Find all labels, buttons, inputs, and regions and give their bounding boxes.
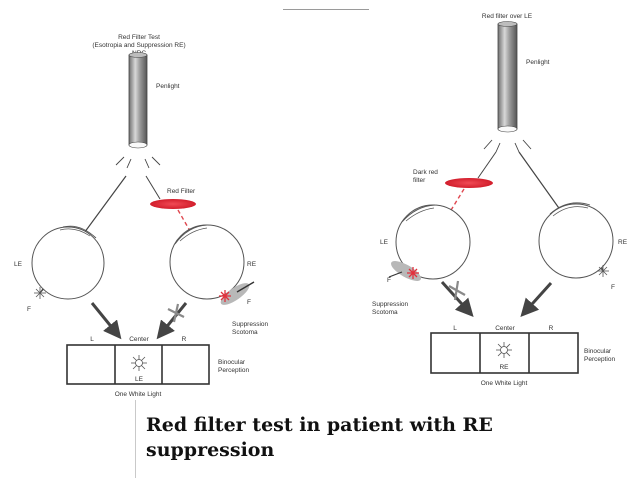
left-perception-label-1: Binocular: [218, 359, 246, 366]
right-scotoma-label-2: Scotoma: [372, 309, 398, 316]
top-rule: [283, 9, 369, 10]
left-penlight-label: Penlight: [156, 83, 180, 90]
right-box-l-label: L: [453, 325, 457, 332]
left-re-fixation-label: F: [247, 299, 251, 306]
left-box-center-label: Center: [129, 336, 149, 343]
right-penlight-icon: [497, 21, 518, 133]
slide-caption: Red filter test in patient with RE suppr…: [146, 414, 493, 461]
left-red-filter-icon: [150, 199, 196, 209]
right-red-filter-icon: [445, 178, 493, 188]
right-re-label: RE: [618, 239, 628, 246]
left-box-inner-label: LE: [135, 376, 144, 383]
left-scotoma-label-2: Scotoma: [232, 329, 258, 336]
right-le-label: LE: [380, 239, 389, 246]
left-penlight-icon: [128, 52, 148, 149]
right-ray-to-filter: [477, 151, 497, 179]
right-fovea-star-icon: [597, 265, 609, 277]
left-bottom-label: One White Light: [115, 391, 162, 398]
right-red-spot-icon: [407, 267, 419, 279]
left-perception-label-2: Perception: [218, 367, 249, 374]
right-scotoma-label-1: Suppression: [372, 301, 409, 308]
left-arrow-re: [156, 302, 188, 340]
left-red-filter-label: Red Filter: [167, 188, 196, 195]
left-white-light-star-icon: [131, 355, 147, 371]
left-perception-box: [66, 344, 210, 385]
left-box-r-label: R: [182, 336, 187, 343]
left-re-label: RE: [247, 261, 257, 268]
left-eye-re-icon: [169, 224, 245, 300]
right-panel: Red filter over LE Penlight Dark red fil…: [372, 13, 628, 387]
left-light-rays-icon: [115, 156, 161, 169]
right-white-light-star-icon: [496, 342, 512, 358]
left-ray-to-filter: [145, 175, 161, 200]
left-arrow-le: [90, 302, 122, 340]
left-eye-le-icon: [31, 225, 105, 300]
right-light-rays-icon: [483, 139, 532, 153]
left-title-line-1: Red Filter Test: [118, 34, 160, 41]
diagram-scan: Red Filter Test (Esotropia and Suppressi…: [14, 13, 628, 398]
right-perception-box: [430, 332, 579, 374]
right-box-center-label: Center: [495, 325, 515, 332]
caption-edge: [135, 400, 136, 478]
left-le-fixation-label: F: [27, 306, 31, 313]
right-filter-label-1: Dark red: [413, 169, 438, 176]
left-box-l-label: L: [90, 336, 94, 343]
right-perception-label-2: Perception: [584, 356, 615, 363]
left-panel: Red Filter Test (Esotropia and Suppressi…: [14, 34, 269, 398]
right-box-inner-label: RE: [499, 364, 509, 371]
left-red-spot-icon: [219, 290, 231, 302]
right-box-r-label: R: [549, 325, 554, 332]
right-arrow-re: [520, 281, 553, 318]
right-perception-label-1: Binocular: [584, 348, 612, 355]
right-red-dashed-ray: [412, 188, 465, 273]
left-re-fixation-line: [236, 281, 255, 293]
right-bottom-label: One White Light: [481, 380, 528, 387]
left-title-line-2: (Esotropia and Suppression RE): [92, 42, 185, 49]
left-scotoma-label-1: Suppression: [232, 321, 269, 328]
caption-band: [0, 400, 638, 478]
right-eye-le-icon: [395, 204, 471, 280]
right-le-fixation-label: F: [387, 277, 391, 284]
right-le-fixation-line: [388, 271, 403, 278]
right-title: Red filter over LE: [482, 13, 533, 20]
right-suppressed-cross-icon: [448, 280, 466, 301]
left-fovea-star-icon: [34, 287, 46, 299]
right-eye-re-icon: [538, 202, 614, 279]
right-filter-label-2: filter: [413, 177, 426, 184]
right-re-fixation-label: F: [611, 284, 615, 291]
red-filter-diagram: Red Filter Test (Esotropia and Suppressi…: [14, 13, 628, 398]
right-penlight-label: Penlight: [526, 59, 550, 66]
left-le-label: LE: [14, 261, 23, 268]
left-suppressed-cross-icon: [167, 303, 185, 323]
